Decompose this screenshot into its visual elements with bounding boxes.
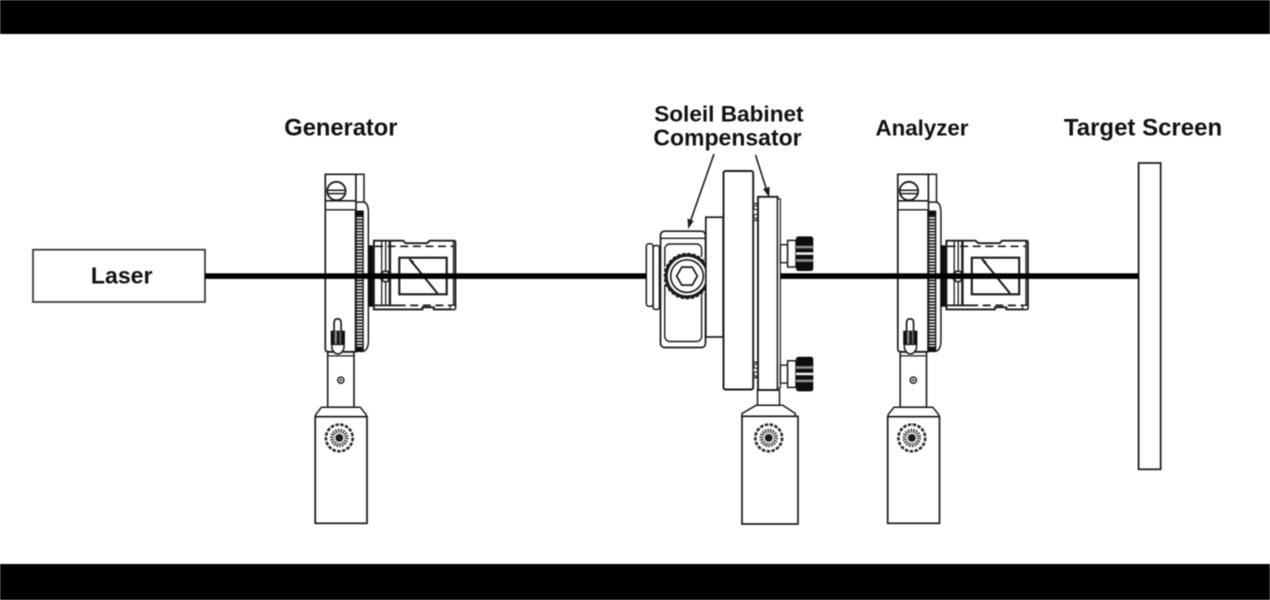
svg-text:Soleil Babinet: Soleil Babinet	[654, 101, 804, 126]
svg-text:Generator: Generator	[284, 115, 397, 141]
svg-text:Analyzer: Analyzer	[876, 115, 969, 140]
svg-text:Compensator: Compensator	[653, 125, 801, 151]
svg-text:Laser: Laser	[91, 263, 153, 289]
svg-text:Target Screen: Target Screen	[1064, 115, 1222, 142]
